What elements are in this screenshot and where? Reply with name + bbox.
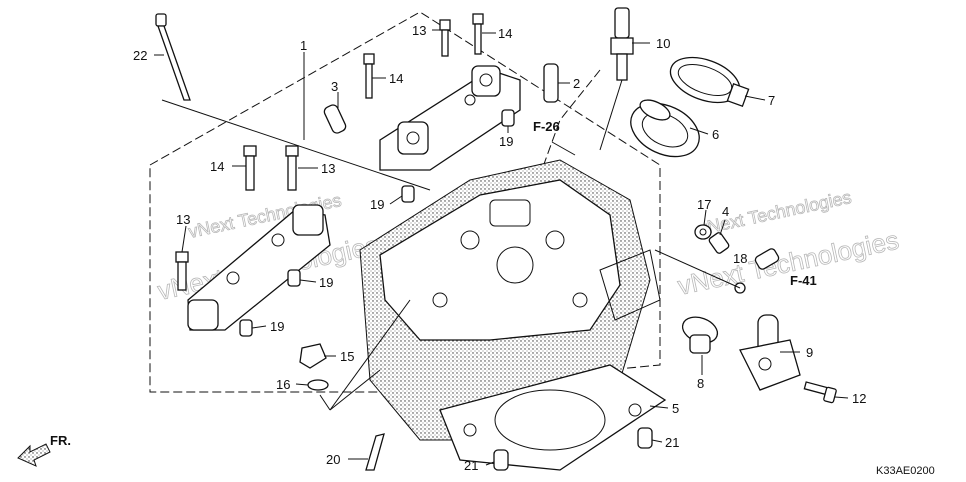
part-1-cylinder-head	[359, 159, 661, 441]
callout-5: 5	[672, 401, 679, 416]
callout-13: 13	[412, 23, 426, 38]
callout-14: 14	[498, 26, 512, 41]
callout-18: 18	[733, 251, 747, 266]
bolt-group-upper	[363, 13, 484, 99]
callout-19: 19	[270, 319, 284, 334]
callout-13: 13	[321, 161, 335, 176]
callout-14: 14	[389, 71, 403, 86]
callout-19: 19	[319, 275, 333, 290]
part-18-sensor	[654, 248, 780, 294]
part-22-stud-bolt	[155, 13, 431, 191]
callout-1: 1	[300, 38, 307, 53]
part-6-intake-insulator	[630, 99, 700, 158]
watermark-text: vNext Technologies	[697, 187, 854, 239]
callout-22: 22	[133, 48, 147, 63]
front-direction-arrow	[17, 443, 51, 467]
callout-15: 15	[340, 349, 354, 364]
camshaft-holder-outline	[539, 69, 601, 176]
ref-f26-arrow	[551, 141, 576, 156]
camshaft-holder-upper	[379, 65, 521, 171]
part-5-gasket	[439, 364, 667, 471]
callout-19: 19	[499, 134, 513, 149]
part-21-dowel	[493, 427, 653, 471]
part-12-bolt	[803, 381, 837, 404]
callout-20: 20	[326, 452, 340, 467]
callout-14: 14	[210, 159, 224, 174]
callout-9: 9	[806, 345, 813, 360]
callout-labels: 22 1 13 14 10 3 14 2 7 19 6 14 13 19 17 …	[133, 23, 866, 473]
callout-4: 4	[722, 204, 729, 219]
ref-label-f41: F-41	[790, 273, 817, 288]
callout-2: 2	[573, 76, 580, 91]
front-direction-label: FR.	[50, 433, 71, 448]
leader-lines	[154, 29, 849, 466]
callout-3: 3	[331, 79, 338, 94]
part-20-stud	[365, 433, 385, 471]
callout-17: 17	[697, 197, 711, 212]
part-15-nut	[299, 343, 327, 369]
diagram-code: K33AE0200	[876, 465, 935, 477]
part-19-dowel-upper	[401, 109, 515, 203]
part-16-washer	[307, 379, 329, 391]
callout-19: 19	[370, 197, 384, 212]
callout-12: 12	[852, 391, 866, 406]
callout-21: 21	[665, 435, 679, 450]
callout-6: 6	[712, 127, 719, 142]
ref-label-f26: F-26	[533, 119, 560, 134]
camshaft-holder-lower	[187, 204, 331, 331]
part-8-thermostat	[681, 316, 719, 354]
part-7-hose-clamp	[669, 56, 750, 108]
cylinder-head-assembly-outline	[149, 11, 661, 393]
group-outline	[149, 11, 661, 393]
part-17-washer	[694, 224, 712, 240]
callout-8: 8	[697, 376, 704, 391]
callout-13: 13	[176, 212, 190, 227]
part-10-spark-plug	[599, 7, 634, 151]
callout-7: 7	[768, 93, 775, 108]
part-2-dowel	[543, 63, 559, 103]
callout-16: 16	[276, 377, 290, 392]
part-4-plug	[708, 232, 730, 254]
callout-21: 21	[464, 458, 478, 473]
callout-10: 10	[656, 36, 670, 51]
part-3-oil-bolt	[323, 104, 347, 134]
